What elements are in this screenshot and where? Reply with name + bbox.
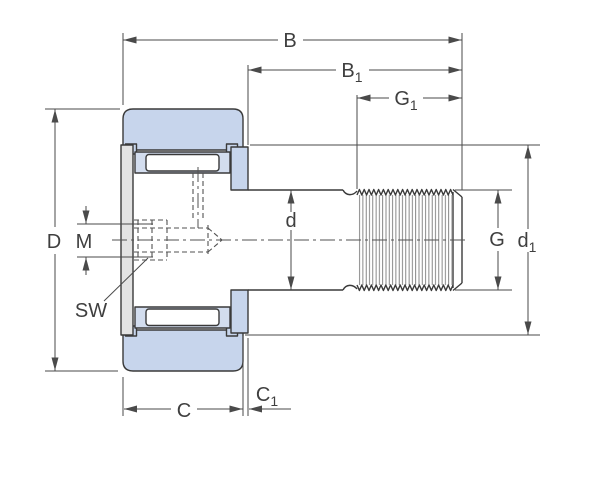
label-d: d [285, 210, 296, 232]
label-B1: B1 [341, 60, 362, 85]
label-C1: C1 [256, 384, 278, 409]
label-C: C [177, 400, 191, 422]
dimension-SW-leader [103, 257, 149, 302]
stud-shank-outline [248, 189, 358, 291]
needle-roller-row-top [134, 151, 231, 174]
label-G1: G1 [394, 88, 418, 113]
extension-lines [45, 33, 540, 416]
label-M: M [76, 231, 93, 253]
hidden-lube-hole [192, 167, 204, 228]
label-G: G [489, 229, 505, 251]
label-B: B [283, 30, 296, 52]
label-D: D [47, 231, 61, 253]
needle-roller-row-bottom [134, 306, 231, 329]
label-SW: SW [75, 300, 107, 322]
dimension-M [77, 206, 153, 275]
stud-flange-washers [230, 146, 249, 334]
label-d1: d1 [518, 230, 537, 255]
